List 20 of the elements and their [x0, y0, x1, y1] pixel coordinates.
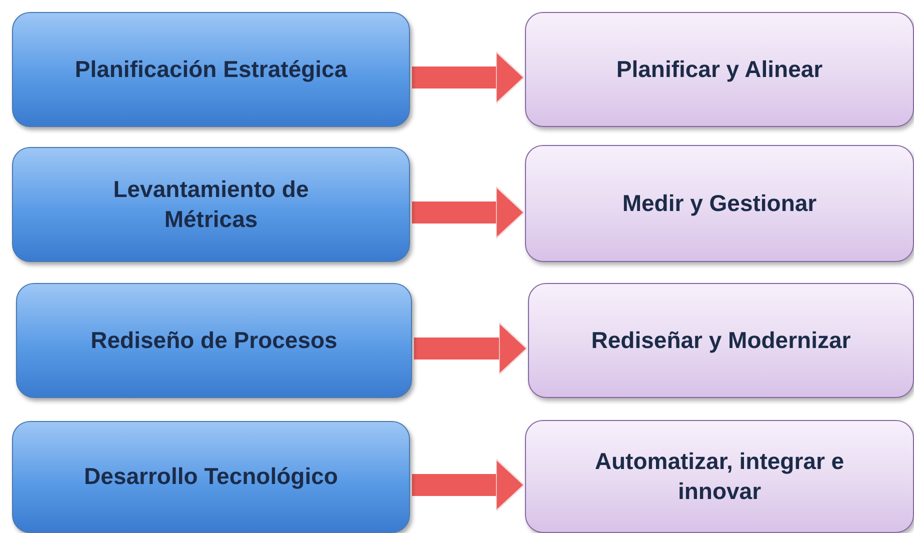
box-label: Planificar y Alinear [616, 54, 823, 84]
box-label: Rediseño de Procesos [90, 326, 338, 355]
activity-box [12, 421, 410, 533]
outcome-box [525, 420, 914, 533]
box-label: Levantamiento de Métricas [112, 174, 310, 234]
outcome-box [525, 145, 914, 262]
activity-box [12, 12, 410, 127]
arrow [412, 458, 525, 512]
arrow [412, 50, 525, 104]
box-label: Planificación Estratégica [74, 54, 348, 84]
box-label: Desarrollo Tecnológico [84, 462, 338, 492]
arrow [412, 186, 525, 240]
outcome-box [525, 12, 914, 127]
activity-box [12, 147, 410, 262]
outcome-box [528, 283, 914, 398]
activity-box [16, 283, 412, 398]
box-label: Rediseñar y Modernizar [591, 326, 851, 355]
box-label: Automatizar, integrar e innovar [594, 446, 846, 506]
box-label: Medir y Gestionar [622, 188, 817, 218]
arrow [414, 322, 528, 376]
